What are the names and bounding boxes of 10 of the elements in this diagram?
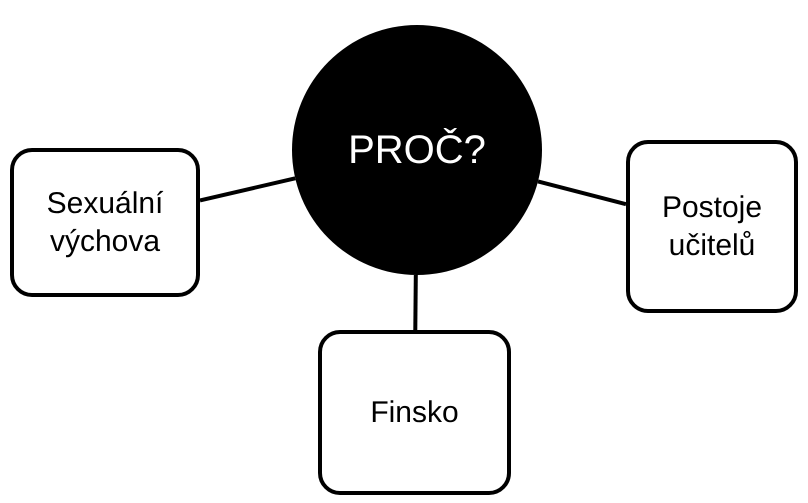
node-label: Postoje učitelů xyxy=(660,190,764,264)
connector-line xyxy=(413,274,418,330)
connector-line xyxy=(200,176,296,202)
node-label: Finsko xyxy=(369,394,460,431)
node-label: Sexuální výchova xyxy=(46,186,164,260)
topic-box xyxy=(318,330,511,495)
node-label: PROČ? xyxy=(348,127,486,174)
topic-box xyxy=(10,148,200,297)
connector-line xyxy=(538,179,626,206)
topic-box xyxy=(626,140,798,313)
